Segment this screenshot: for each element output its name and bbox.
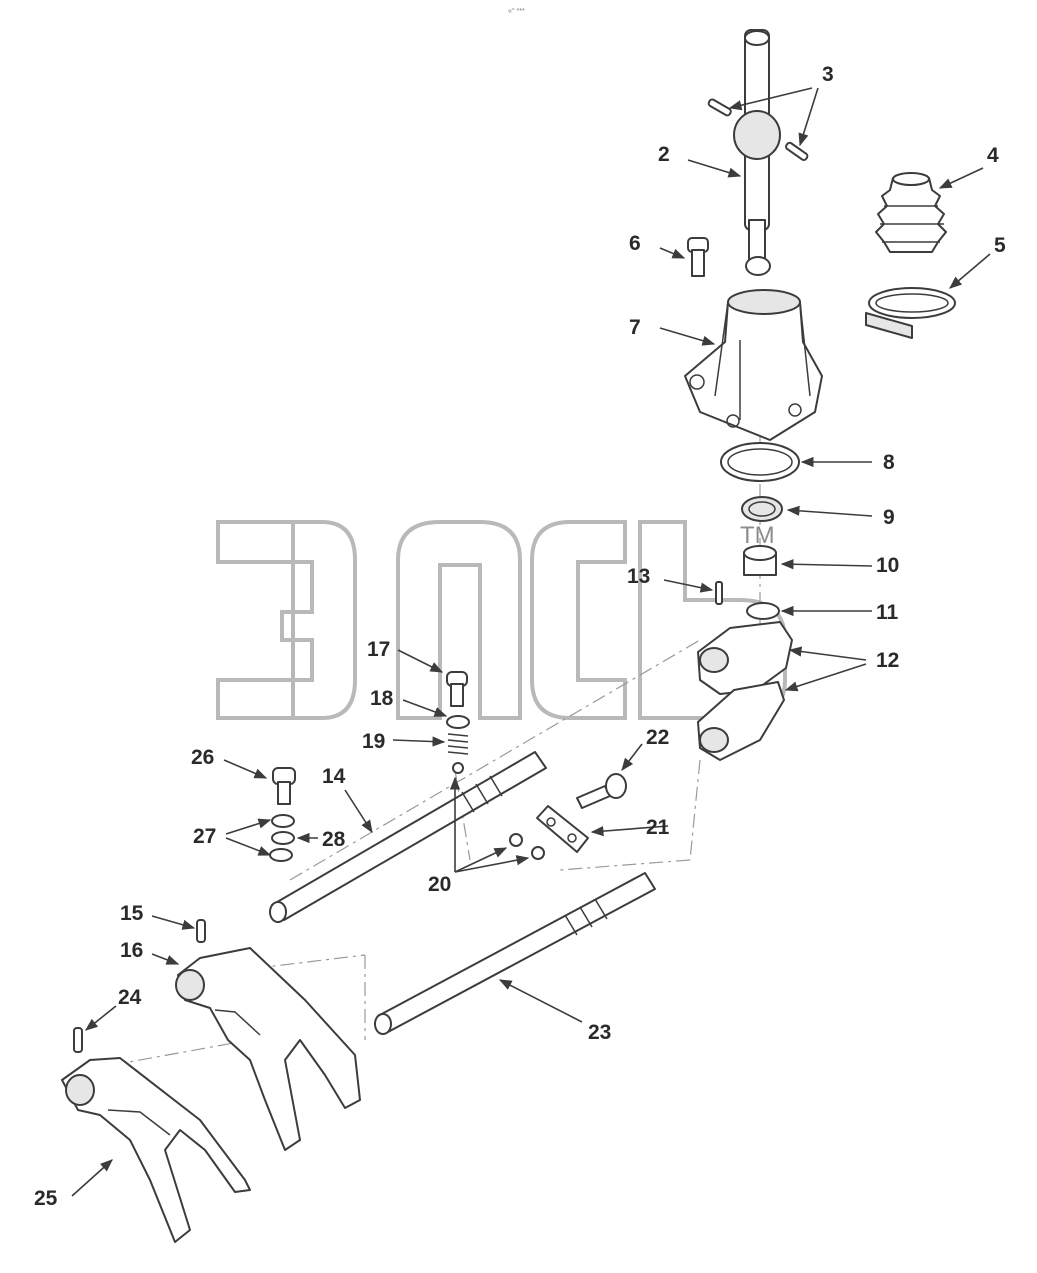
callout-17: 17 (367, 638, 390, 661)
callout-12: 12 (876, 649, 899, 672)
callout-27: 27 (193, 825, 216, 848)
callout-labels: 2 3 4 5 6 7 8 9 10 11 12 13 14 15 16 17 … (34, 63, 1006, 1210)
part-15-pin (196, 919, 206, 943)
part-4-rubber-boot (875, 172, 947, 253)
callout-14: 14 (322, 765, 346, 788)
part-2-shift-lever (733, 29, 781, 276)
callout-26: 26 (191, 746, 214, 769)
callout-8: 8 (883, 451, 895, 474)
watermark-logo: TM (216, 520, 787, 720)
part-11-ring (746, 602, 780, 620)
part-25-shift-fork (61, 1057, 251, 1243)
callout-28: 28 (322, 828, 346, 851)
callout-7: 7 (629, 316, 641, 339)
callout-16: 16 (120, 939, 143, 962)
callout-18: 18 (370, 687, 394, 710)
part-24-pin (73, 1027, 83, 1053)
part-6-bolt (687, 237, 709, 277)
part-21-plate (536, 805, 589, 853)
part-26-bolt (272, 767, 296, 805)
callout-22: 22 (646, 726, 669, 749)
part-7-lever-housing (684, 289, 823, 441)
callout-3: 3 (822, 63, 834, 86)
callout-13: 13 (627, 565, 650, 588)
part-17-19-detent (446, 671, 470, 774)
leader-lines (71, 87, 991, 1197)
callout-20: 20 (428, 873, 451, 896)
part-8-o-ring (720, 442, 800, 482)
part-27-28-washers (269, 814, 295, 862)
callout-4: 4 (987, 144, 999, 167)
part-13-pin (715, 581, 723, 605)
callout-21: 21 (646, 816, 670, 839)
callout-6: 6 (629, 232, 641, 255)
callout-2: 2 (658, 143, 670, 166)
callout-9: 9 (883, 506, 895, 529)
part-23-shift-rod (374, 872, 656, 1035)
callout-15: 15 (120, 902, 144, 925)
callout-11: 11 (876, 601, 899, 624)
callout-5: 5 (994, 234, 1006, 257)
part-9-spring (741, 496, 783, 522)
part-5-clamp (865, 287, 956, 339)
watermark-tm: TM (740, 522, 775, 549)
callout-24: 24 (118, 986, 142, 1009)
callout-25: 25 (34, 1187, 58, 1210)
part-10-sleeve (743, 545, 777, 576)
part-16-shift-fork (175, 947, 361, 1151)
callout-19: 19 (362, 730, 385, 753)
header-mark: «° *** (508, 7, 525, 15)
callout-10: 10 (876, 554, 899, 577)
part-20-balls (509, 833, 545, 860)
part-12-selector-brackets (697, 621, 793, 761)
part-14-shift-rod (269, 751, 547, 923)
callout-23: 23 (588, 1021, 611, 1044)
part-3-pins (707, 98, 809, 161)
part-22-bolt (576, 773, 627, 809)
